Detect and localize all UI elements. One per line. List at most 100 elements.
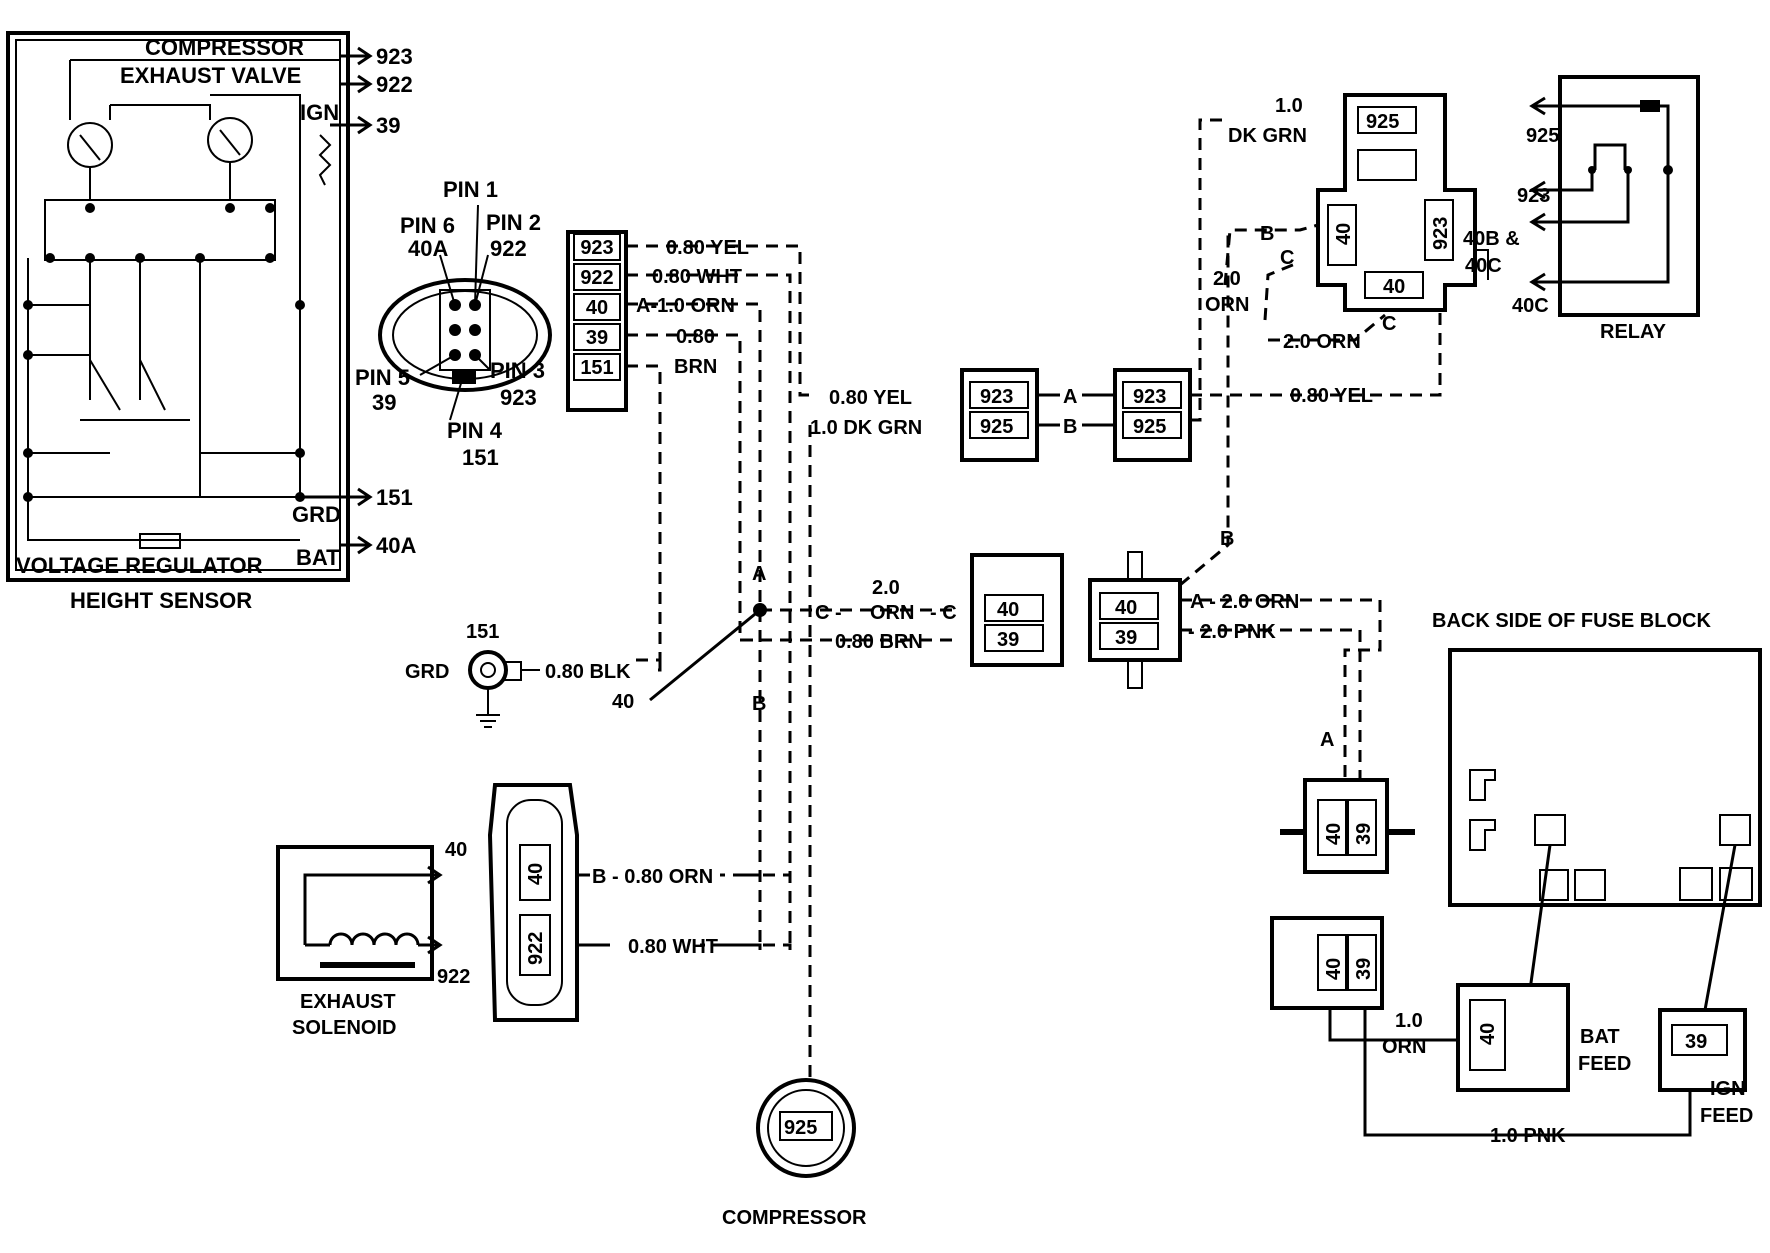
height-sensor-inner-frame <box>15 39 341 571</box>
relay-923: 923 <box>1517 185 1550 207</box>
fuse-connector-2-left: 40 <box>1323 958 1345 980</box>
terminal-cell-label: 922 <box>580 267 613 289</box>
relay-925: 925 <box>1526 125 1559 147</box>
wire-pnk-10: 1.0 PNK <box>1490 1125 1566 1147</box>
bat-label: BAT <box>296 545 340 570</box>
pin6-num: 40A <box>408 236 448 261</box>
strip-wires <box>626 244 960 1090</box>
voltage-regulator-label: VOLTAGE REGULATOR <box>16 553 263 578</box>
terminal-cell-label: 39 <box>586 327 608 349</box>
wire-c-left: C - <box>815 602 842 624</box>
pin1-label: PIN 1 <box>443 177 498 202</box>
wire-dkgrn-10: 1.0 DK GRN <box>810 417 922 439</box>
terminal-cell <box>573 353 621 381</box>
exhaust-solenoid: 40 922 EXHAUST SOLENOID 40 922 <box>276 783 610 1039</box>
connector-ab-left-bot: 925 <box>980 416 1013 438</box>
connector-ab-left <box>960 368 1039 462</box>
wire-orn-20-relay-a: 2.0 <box>1213 268 1241 290</box>
output-39: 39 <box>376 113 400 138</box>
compressor: 925 COMPRESSOR <box>722 1078 867 1229</box>
ground: 151 GRD 0.80 BLK 40 <box>405 621 662 728</box>
connector-ab-right-top: 923 <box>1133 386 1166 408</box>
ign-feed-b: FEED <box>1700 1105 1753 1127</box>
ign-feed-pin: 39 <box>1685 1031 1707 1053</box>
relay: 925 923 40C RELAY <box>1512 75 1700 343</box>
wire-blk-080: 0.80 BLK <box>545 661 631 683</box>
solenoid-connector <box>487 783 579 1022</box>
ign-label: IGN <box>300 100 339 125</box>
connector-mid-left-bot: 39 <box>997 629 1019 651</box>
solenoid-connector-bot: 922 <box>525 932 547 965</box>
pin5-label: PIN 5 <box>355 365 410 390</box>
terminal-cell <box>573 293 621 321</box>
relay-connector-right: 923 <box>1430 217 1452 250</box>
pin5-num: 39 <box>372 390 396 415</box>
wire-dkgrn-top-a: 1.0 <box>1275 95 1303 117</box>
output-923: 923 <box>376 44 413 69</box>
connector-ab: 923 925 923 925 A B <box>960 368 1192 462</box>
pin6-label: PIN 6 <box>400 213 455 238</box>
solenoid-922: 922 <box>437 966 470 988</box>
ign-feed-a: IGN <box>1710 1078 1746 1100</box>
relay-connector-bottom: 40 <box>1383 276 1405 298</box>
output-922: 922 <box>376 72 413 97</box>
wire-a-label: A <box>752 563 766 585</box>
wire-dkgrn-top-b: DK GRN <box>1228 125 1307 147</box>
grd-label: GRD <box>292 502 341 527</box>
connector-mid-right-bot: 39 <box>1115 627 1137 649</box>
fuse-connector-2-right: 39 <box>1353 958 1375 980</box>
pin-connector-body <box>378 278 552 392</box>
wire-orn-20-relay-c: 2.0 ORN <box>1283 331 1361 353</box>
bat-feed-pin: 40 <box>1477 1023 1499 1045</box>
relay-40b: 40B & <box>1463 228 1520 250</box>
solenoid-title-b: SOLENOID <box>292 1017 396 1039</box>
wire-orn-20-a: 2.0 <box>872 577 900 599</box>
wire-a-orn-20: A - 2.0 ORN <box>1190 591 1299 613</box>
terminal-cell <box>573 263 621 291</box>
wire-orn-20-relay-b: ORN <box>1205 294 1249 316</box>
compressor-label: COMPRESSOR <box>145 35 304 60</box>
wire-brn-080-a: 0.80 <box>676 326 715 348</box>
wire-b-letter: B <box>1260 223 1274 245</box>
junction-40: 40 <box>612 691 634 713</box>
pin-connector: PIN 1 PIN 2 922 PIN 6 40A PIN 3 923 PIN … <box>355 177 552 470</box>
terminal-strip: 923 922 40 39 151 <box>566 230 628 412</box>
fuse-connector-1-right: 39 <box>1353 823 1375 845</box>
terminal-cell-label: 151 <box>580 357 613 379</box>
solenoid-title-a: EXHAUST <box>300 991 396 1013</box>
wire-b-label: B <box>752 693 766 715</box>
terminal-cell-label: 40 <box>586 297 608 319</box>
wire-wht-080-low: 0.80 WHT <box>628 936 718 958</box>
relay-connector-body <box>1316 93 1477 312</box>
compressor-pin: 925 <box>784 1117 817 1139</box>
wire-brn-080-low: 0.80 BRN <box>835 631 923 653</box>
pin4-label: PIN 4 <box>447 418 503 443</box>
height-sensor-title: HEIGHT SENSOR <box>70 588 252 613</box>
pin4-num: 151 <box>462 445 499 470</box>
fuse-connector-1-left: 40 <box>1323 823 1345 845</box>
wire-a-orn-10: A-1.0 ORN <box>636 295 735 317</box>
compressor-title: COMPRESSOR <box>722 1207 867 1229</box>
relay-40c: 40C <box>1512 295 1549 317</box>
wire-c-letter2: C <box>1382 313 1396 335</box>
wire-yel-080-right: 0.80 YEL <box>1290 385 1373 407</box>
terminal-strip-cells: 923 922 40 39 151 <box>573 233 621 381</box>
connector-ab-right <box>1113 368 1192 462</box>
solenoid-connector-top: 40 <box>525 863 547 885</box>
solenoid-40: 40 <box>445 839 467 861</box>
output-151: 151 <box>376 485 413 510</box>
wire-brn-080-b: BRN <box>674 356 717 378</box>
wire-a-letter-vert: A <box>1320 729 1334 751</box>
wire-pnk-20: - 2.0 PNK <box>1188 621 1276 643</box>
exhaust-valve-label: EXHAUST VALVE <box>120 63 301 88</box>
bat-feed-a: BAT <box>1580 1026 1620 1048</box>
wire-wht-080: 0.80 WHT <box>652 266 742 288</box>
height-sensor-frame <box>6 31 350 582</box>
ground-label: GRD <box>405 661 449 683</box>
solenoid-body <box>276 845 434 981</box>
connector-mid-right-top: 40 <box>1115 597 1137 619</box>
relay-body <box>1558 75 1700 317</box>
terminal-cell-label: 923 <box>580 237 613 259</box>
